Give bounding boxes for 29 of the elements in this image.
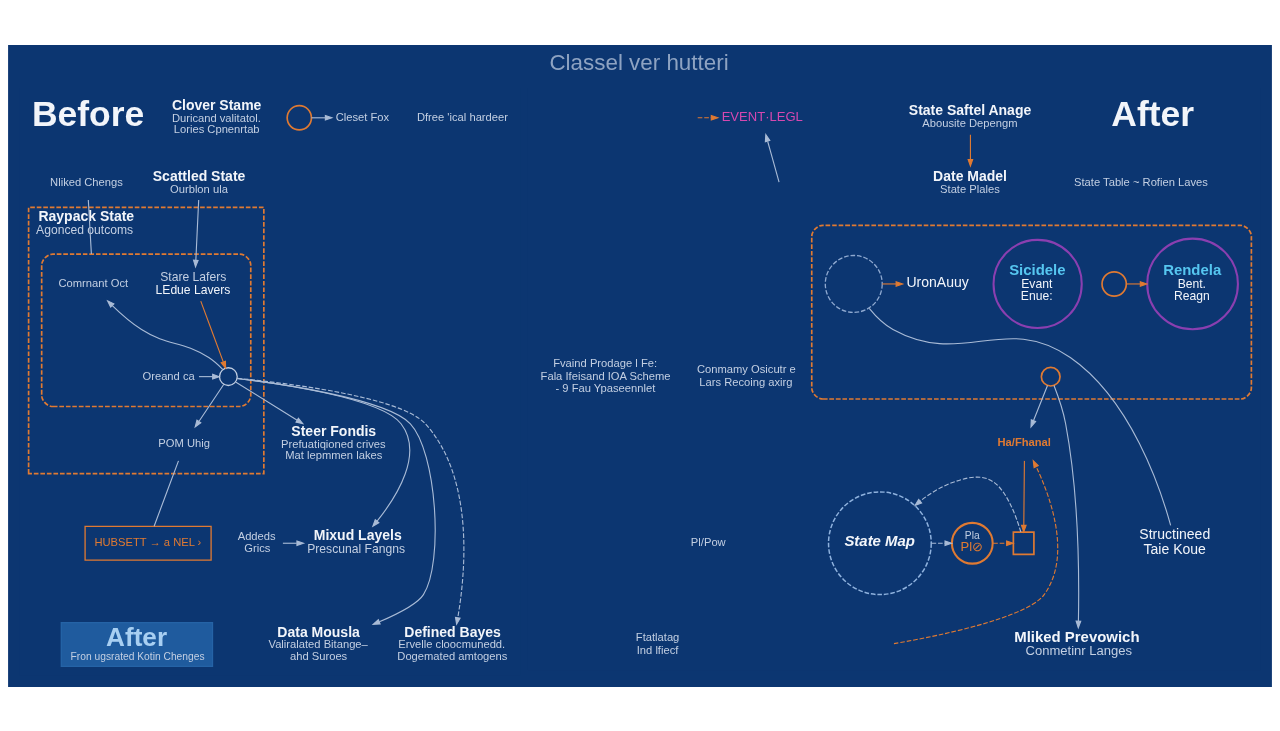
node-text: Addeds Grics bbox=[237, 529, 276, 554]
node-text: Stare Lafers LEdue Lavers bbox=[155, 269, 231, 297]
label: After bbox=[1111, 93, 1195, 134]
node-text: Steer Fondis Prefuatiqioned crives Mat lepmmen lakes bbox=[281, 422, 386, 461]
node-text: Scattled State Ourblon ula bbox=[152, 167, 246, 195]
label: State Table ~ Rofien Laves bbox=[1074, 175, 1208, 188]
node-text: Nliked Chengs bbox=[50, 175, 123, 188]
node-text: Date Madel State Plales bbox=[933, 167, 1008, 195]
node-text: Data Mousla Valiralated Bitange– ahd Suroes bbox=[268, 623, 368, 662]
node-text: Cleset Fox bbox=[335, 110, 390, 123]
label: Ftatlatag Ind lfiecf bbox=[635, 630, 680, 655]
diagram-title: Classel ver hutteri bbox=[549, 49, 729, 75]
node-text: Structineed Taie Koue bbox=[1139, 525, 1211, 557]
node-text: POM Uhig bbox=[158, 436, 210, 449]
node-text: Comrnant Oct bbox=[58, 276, 129, 289]
node-text: Defined Bayes Ervelle cloocmunedd. Dogemated amtogens bbox=[397, 623, 508, 662]
node-text: EVENT·LEGL bbox=[721, 108, 803, 124]
node-text: Ha/Fhanal bbox=[997, 435, 1051, 448]
label: Fvaind Prodage l Fe: Fala Ifeisand IOA Scheme - 9 Fau Ypaseennlet bbox=[540, 356, 671, 394]
label: Pl/Pow bbox=[690, 535, 726, 548]
node-text: UronAuuy bbox=[906, 273, 969, 290]
label: Dfree 'ical hardeer bbox=[416, 110, 508, 123]
node-text: State Saftel Anage Abousite Depengm bbox=[908, 101, 1032, 129]
node-text: Clover Stame Duricand valitatol. Lories Cpnenrtab bbox=[171, 96, 262, 135]
label: Conmamy Osicutr e Lars Recoing axirg bbox=[696, 362, 796, 388]
node-text: Oreand ca bbox=[142, 369, 195, 382]
node-text: Mliked Prevowich Conmetinr Langes bbox=[1014, 627, 1140, 658]
label: Before bbox=[31, 93, 145, 134]
node-text: Mixud Layels Prescunal Fangns bbox=[307, 526, 405, 556]
